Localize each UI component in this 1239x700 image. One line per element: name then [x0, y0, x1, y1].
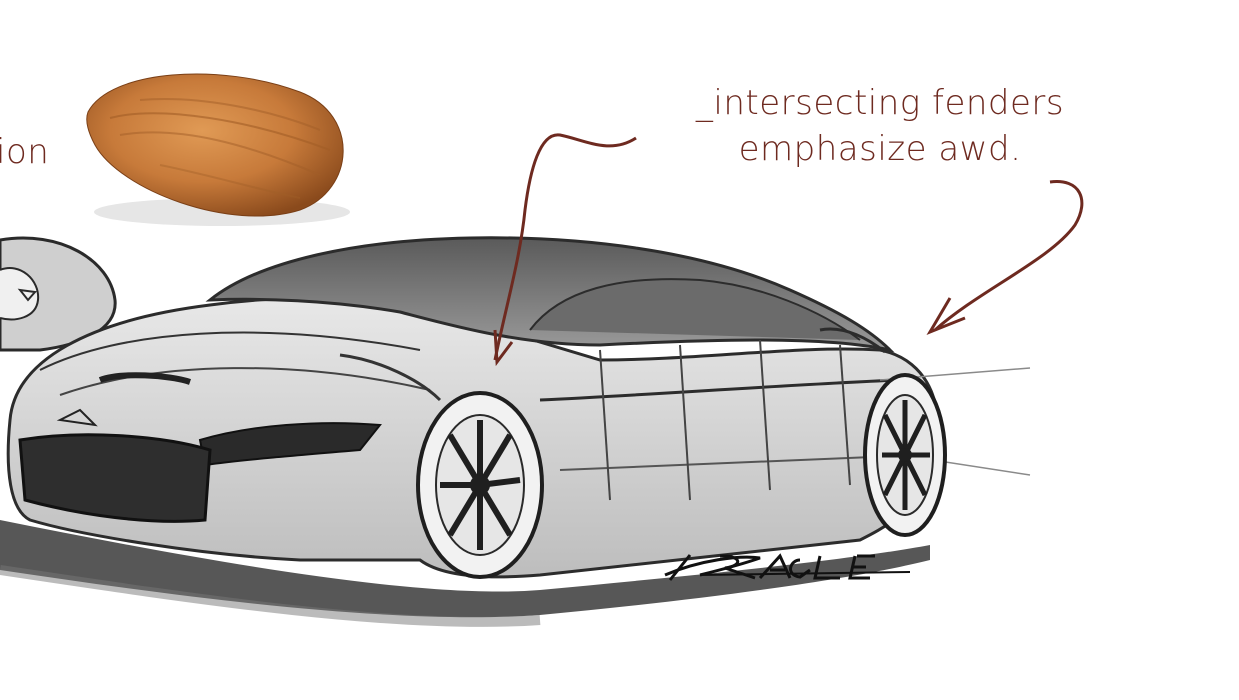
annotation-fenders: _intersecting fenders emphasize awd.	[670, 80, 1090, 172]
annotation-left: ion	[0, 132, 50, 172]
annotation-fenders-line2: emphasize awd.	[738, 129, 1022, 169]
front-wheel	[416, 391, 544, 579]
annotation-leader-lines	[493, 133, 1084, 367]
annotation-fenders-line1: _intersecting fenders	[695, 83, 1065, 123]
almond-image	[86, 73, 350, 226]
ground-shadow	[0, 520, 930, 627]
partial-car-sketch	[0, 236, 117, 352]
rear-wheel	[863, 373, 947, 537]
designer-signature	[664, 553, 911, 581]
